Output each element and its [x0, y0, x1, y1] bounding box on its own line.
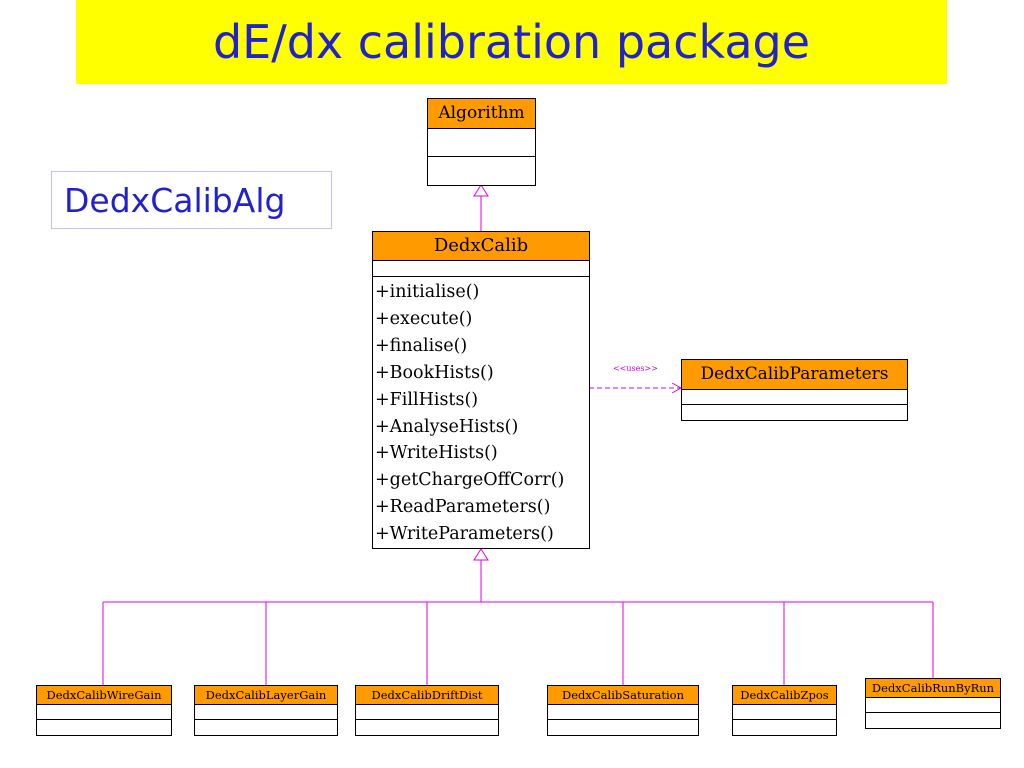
class-name-dedxcalib-parameters: DedxCalibParameters: [682, 360, 907, 390]
attributes-section: [682, 390, 907, 405]
inherit-arrow-algorithm: [473, 184, 489, 197]
attributes-section: [866, 698, 1000, 713]
page-title: dE/dx calibration package: [212, 15, 811, 69]
class-name-run-by-run: DedxCalibRunByRun: [866, 679, 1000, 698]
attributes-section: [428, 129, 535, 157]
title-banner: dE/dx calibration package: [76, 0, 947, 84]
class-name-saturation: DedxCalibSaturation: [548, 686, 698, 705]
attributes-section: [733, 705, 836, 720]
operations-section: [733, 720, 836, 735]
attributes-section: [356, 705, 498, 720]
operations-section: [356, 720, 498, 735]
class-name-drift-dist: DedxCalibDriftDist: [356, 686, 498, 705]
class-dedxcalib-wire-gain: DedxCalibWireGain: [36, 685, 172, 736]
class-name-algorithm: Algorithm: [428, 99, 535, 129]
attributes-section: [548, 705, 698, 720]
class-dedxcalib-drift-dist: DedxCalibDriftDist: [355, 685, 499, 736]
class-name-dedxcalib: DedxCalib: [373, 232, 589, 261]
package-label: DedxCalibAlg: [64, 180, 286, 220]
method-item: +finalise(): [375, 335, 468, 356]
class-name-zpos: DedxCalibZpos: [733, 686, 836, 705]
class-dedxcalib-saturation: DedxCalibSaturation: [547, 685, 699, 736]
operations-section: [548, 720, 698, 735]
method-item: +FillHists(): [375, 389, 479, 410]
attributes-section: [37, 705, 171, 720]
attributes-section: [195, 705, 337, 720]
class-dedxcalib-run-by-run: DedxCalibRunByRun: [865, 678, 1001, 729]
method-item: +AnalyseHists(): [375, 416, 519, 437]
class-algorithm: Algorithm: [427, 98, 536, 186]
methods-section: +initialise() +execute() +finalise() +Bo…: [373, 277, 589, 548]
package-label-box: DedxCalibAlg: [51, 171, 332, 229]
method-item: +WriteParameters(): [375, 524, 554, 545]
operations-section: [682, 405, 907, 420]
class-dedxcalib-zpos: DedxCalibZpos: [732, 685, 837, 736]
method-item: +WriteHists(): [375, 443, 498, 464]
method-item: +BookHists(): [375, 362, 494, 383]
class-dedxcalib: DedxCalib +initialise() +execute() +fina…: [372, 231, 590, 549]
operations-section: [195, 720, 337, 735]
operations-section: [37, 720, 171, 735]
inherit-arrow-dedxcalib: [473, 548, 489, 561]
class-dedxcalib-parameters: DedxCalibParameters: [681, 359, 908, 421]
method-item: +execute(): [375, 308, 473, 329]
class-name-layer-gain: DedxCalibLayerGain: [195, 686, 337, 705]
operations-section: [866, 713, 1000, 728]
method-item: +ReadParameters(): [375, 497, 551, 518]
method-item: +initialise(): [375, 282, 480, 302]
class-dedxcalib-layer-gain: DedxCalibLayerGain: [194, 685, 338, 736]
method-item: +getChargeOffCorr(): [375, 470, 565, 491]
class-name-wire-gain: DedxCalibWireGain: [37, 686, 171, 705]
uses-label: <<uses>>: [613, 364, 658, 373]
operations-section: [428, 157, 535, 185]
attributes-section: [373, 261, 589, 277]
